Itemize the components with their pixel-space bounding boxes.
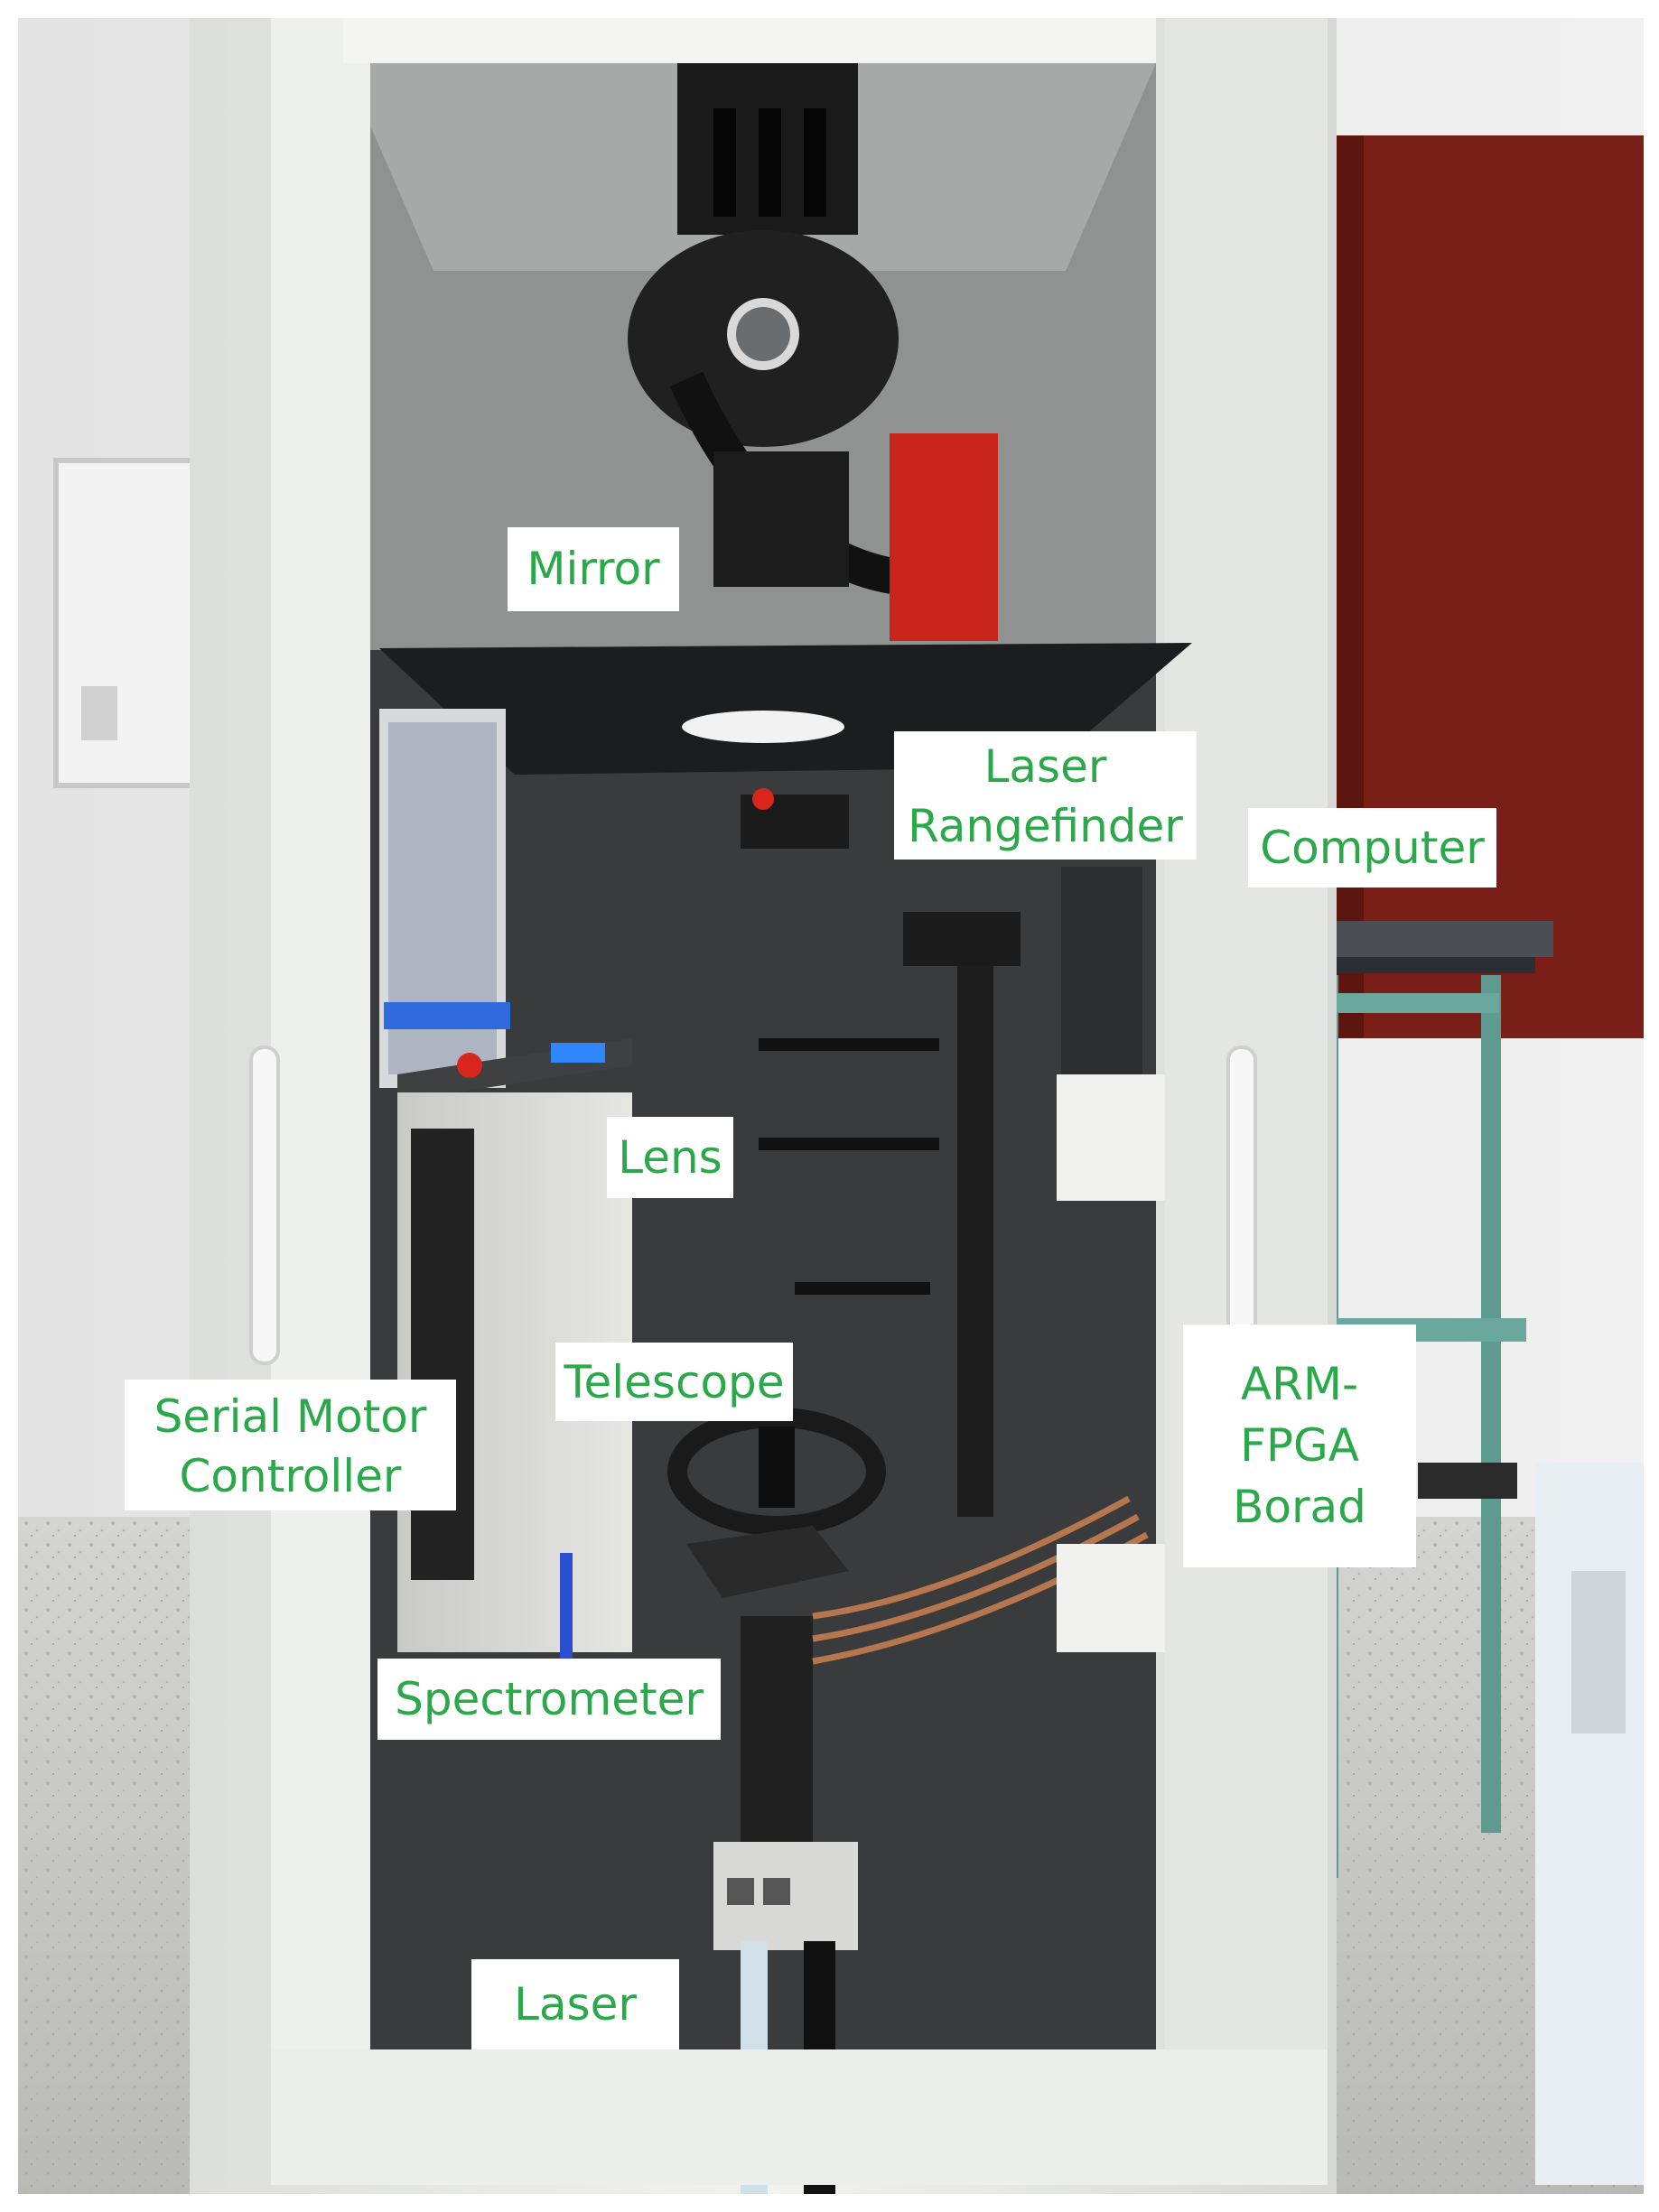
label-computer-text: Computer xyxy=(1260,822,1485,874)
label-mirror: Mirror xyxy=(508,527,679,611)
label-spectrometer: Spectrometer xyxy=(377,1659,721,1740)
label-arm-fpga-board-line-3: Borad xyxy=(1233,1481,1366,1533)
label-serial-motor-controller-line-1: Serial Motor xyxy=(154,1390,427,1443)
label-arm-fpga-board: ARM- FPGA Borad xyxy=(1183,1324,1416,1567)
label-laser-rangefinder-line-2: Rangefinder xyxy=(908,800,1183,852)
label-mirror-text: Mirror xyxy=(527,543,660,595)
label-spectrometer-text: Spectrometer xyxy=(395,1673,704,1725)
label-serial-motor-controller: Serial Motor Controller xyxy=(125,1380,456,1510)
label-arm-fpga-board-line-2: FPGA xyxy=(1240,1419,1359,1472)
label-lens-text: Lens xyxy=(618,1131,722,1184)
label-telescope: Telescope xyxy=(555,1343,793,1421)
label-computer: Computer xyxy=(1248,808,1496,888)
label-lens: Lens xyxy=(607,1117,733,1198)
label-laser-rangefinder-line-1: Laser xyxy=(983,740,1107,793)
label-telescope-text: Telescope xyxy=(564,1356,785,1408)
label-laser-text: Laser xyxy=(514,1978,637,2031)
label-serial-motor-controller-line-2: Controller xyxy=(179,1450,402,1502)
label-arm-fpga-board-line-1: ARM- xyxy=(1240,1358,1359,1410)
label-laser: Laser xyxy=(471,1959,679,2049)
label-laser-rangefinder: Laser Rangefinder xyxy=(894,731,1197,860)
